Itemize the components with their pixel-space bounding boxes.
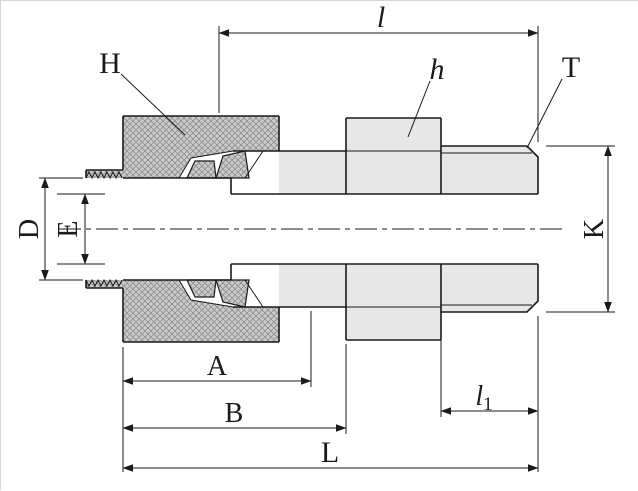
ferrules <box>186 150 250 308</box>
dimension-labels: H h T l D E K A B l1 L <box>14 1 610 469</box>
label-len-l1-sub: 1 <box>483 394 493 415</box>
nut-outline <box>85 115 280 343</box>
thread-root-lines <box>441 152 532 306</box>
label-nut-h: H <box>99 47 121 80</box>
neck-lines <box>233 150 346 308</box>
dimensions <box>39 26 615 472</box>
body-cone-lines <box>244 150 264 308</box>
label-dia-e: E <box>53 220 84 237</box>
label-thread-t: T <box>562 51 580 84</box>
label-len-b: B <box>225 398 244 429</box>
extension-lines <box>39 26 615 472</box>
hex-chamfer-lines <box>346 150 441 308</box>
label-height-k: K <box>579 219 610 239</box>
label-hex-h: h <box>430 53 445 86</box>
label-len-l1-main: l <box>475 381 483 412</box>
label-len-a: A <box>207 351 228 382</box>
nut-serrations <box>85 170 123 288</box>
thread-outline <box>441 145 539 313</box>
leader-lines <box>120 73 563 149</box>
bore-lines <box>123 177 538 281</box>
part-outlines <box>85 115 539 343</box>
label-len-l1: l1 <box>475 381 492 415</box>
nut-cavity-lines <box>178 150 234 308</box>
hex-outline <box>345 117 442 341</box>
label-length-l: l <box>377 1 385 34</box>
label-len-overall: L <box>321 436 339 469</box>
label-dia-d: D <box>14 219 45 239</box>
